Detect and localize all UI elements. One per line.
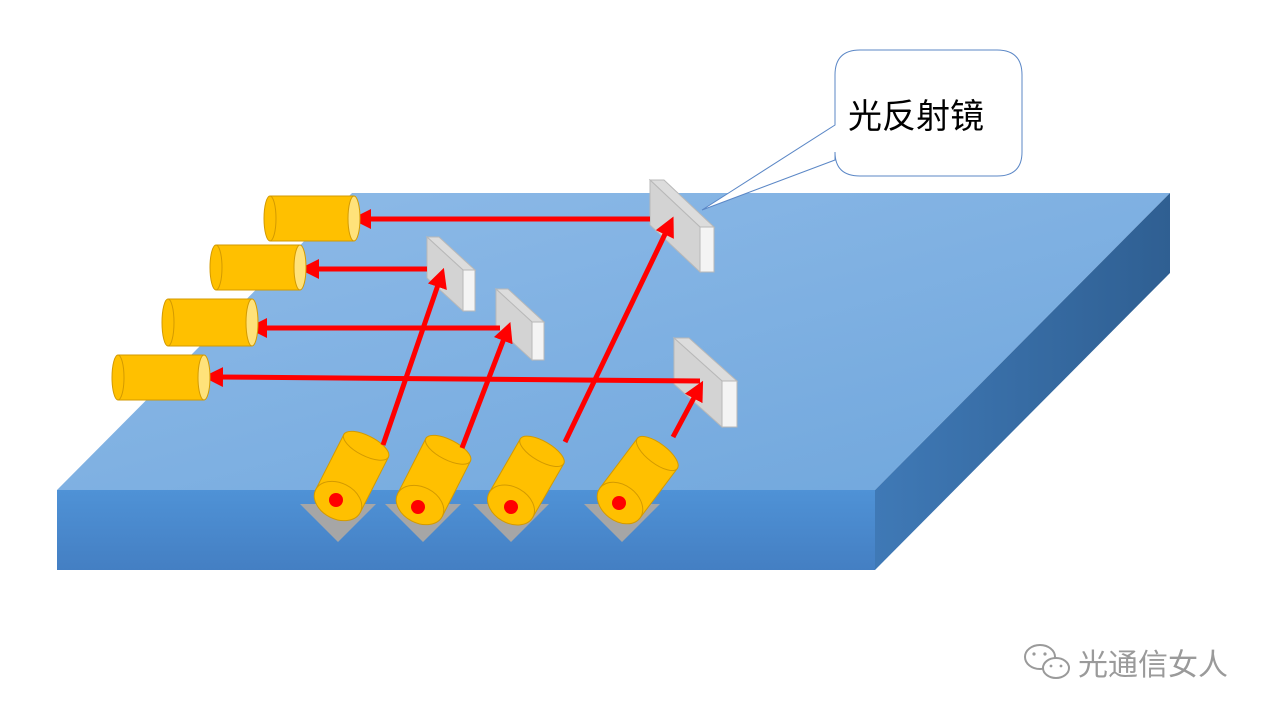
mirror-1: [648, 178, 716, 274]
laser-dots: [329, 493, 626, 514]
beam-up-3: [562, 216, 674, 444]
beams-reflected: [203, 209, 701, 388]
laser-dot-1: [329, 493, 343, 507]
fiber-4: [111, 354, 211, 401]
callout-bubble: [701, 49, 1023, 211]
laser-dot-2: [411, 500, 425, 514]
laser-diode-3: [487, 435, 565, 526]
wechat-icon: [1024, 644, 1070, 679]
callout-label: 光反射镜: [848, 97, 984, 137]
beam-up-1: [380, 267, 447, 446]
beams-incident: [380, 216, 704, 449]
watermark: 光通信女人: [1024, 644, 1228, 683]
laser-dot-4: [612, 496, 626, 510]
fibers: [111, 195, 361, 401]
laser-diodes: [313, 430, 679, 526]
board-side-face: [875, 193, 1170, 570]
mirror-3: [494, 287, 546, 362]
board-front-face: [57, 490, 875, 570]
watermark-text: 光通信女人: [1078, 648, 1228, 683]
beam-up-4: [670, 380, 704, 439]
laser-dot-3: [504, 500, 518, 514]
fiber-3: [161, 298, 259, 347]
fiber-1: [263, 195, 361, 242]
beam-out-4: [203, 367, 701, 388]
beam-up-2: [459, 321, 513, 449]
mirror-callout: 光反射镜: [701, 49, 1023, 211]
fiber-2: [209, 244, 307, 291]
